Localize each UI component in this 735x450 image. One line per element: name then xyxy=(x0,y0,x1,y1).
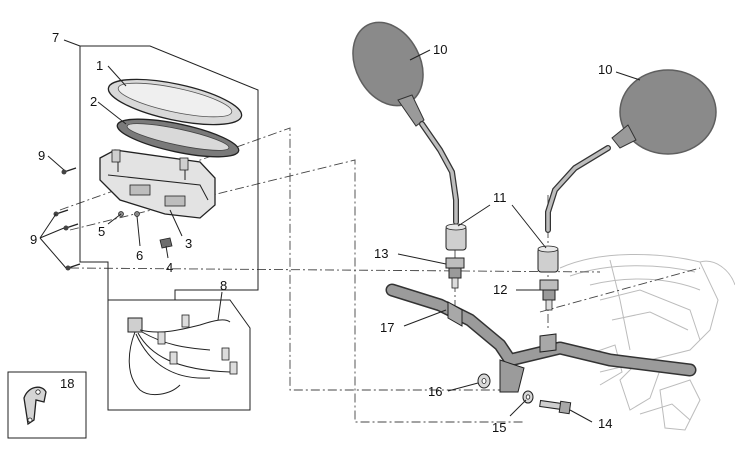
callout-18: 18 xyxy=(60,376,74,391)
leader-lines xyxy=(39,39,641,423)
callout-14: 14 xyxy=(598,416,612,431)
washer-16[interactable] xyxy=(477,373,491,389)
right-mirror[interactable] xyxy=(545,69,717,233)
callout-7: 7 xyxy=(52,30,59,45)
bracket-18-box xyxy=(7,371,87,439)
callout-3: 3 xyxy=(185,236,192,251)
handlebar[interactable] xyxy=(385,283,697,393)
callout-9-upper: 9 xyxy=(38,148,45,163)
wiring-harness-box xyxy=(107,299,251,411)
instrument-gasket[interactable] xyxy=(114,111,241,164)
callout-15: 15 xyxy=(492,420,506,435)
callout-2: 2 xyxy=(90,94,97,109)
housing-screws[interactable] xyxy=(53,167,81,271)
callout-labels: 1 2 3 4 5 6 7 8 9 9 10 10 11 12 13 14 15… xyxy=(30,30,612,435)
mirror-spacer-right[interactable] xyxy=(537,245,559,273)
instrument-cover-lens[interactable] xyxy=(105,70,246,133)
mounting-bracket-18[interactable] xyxy=(23,386,47,426)
callout-1: 1 xyxy=(96,58,103,73)
callout-8: 8 xyxy=(220,278,227,293)
callout-13: 13 xyxy=(374,246,388,261)
instrument-panel-bracket xyxy=(79,45,259,301)
bulb-holder[interactable] xyxy=(159,237,173,249)
instrument-housing[interactable] xyxy=(99,149,216,219)
mirror-spacer-left[interactable] xyxy=(445,223,467,251)
callout-16: 16 xyxy=(428,384,442,399)
callout-12: 12 xyxy=(493,282,507,297)
callout-5: 5 xyxy=(98,224,105,239)
callout-11: 11 xyxy=(493,190,507,205)
mirror-adapter-right[interactable] xyxy=(539,279,559,311)
warning-bulb[interactable] xyxy=(134,211,140,217)
callout-10-left-mirror: 10 xyxy=(433,42,447,57)
bolt-14[interactable] xyxy=(539,399,572,415)
left-mirror[interactable] xyxy=(339,10,459,225)
callout-17: 17 xyxy=(380,320,394,335)
callout-10-right-mirror: 10 xyxy=(598,62,612,77)
callout-6: 6 xyxy=(136,248,143,263)
callout-4: 4 xyxy=(166,260,173,275)
callout-9-lower: 9 xyxy=(30,232,37,247)
wiring-harness[interactable] xyxy=(127,314,238,396)
mirror-adapter-left[interactable] xyxy=(445,257,465,289)
scooter-frame-outline xyxy=(559,253,735,431)
